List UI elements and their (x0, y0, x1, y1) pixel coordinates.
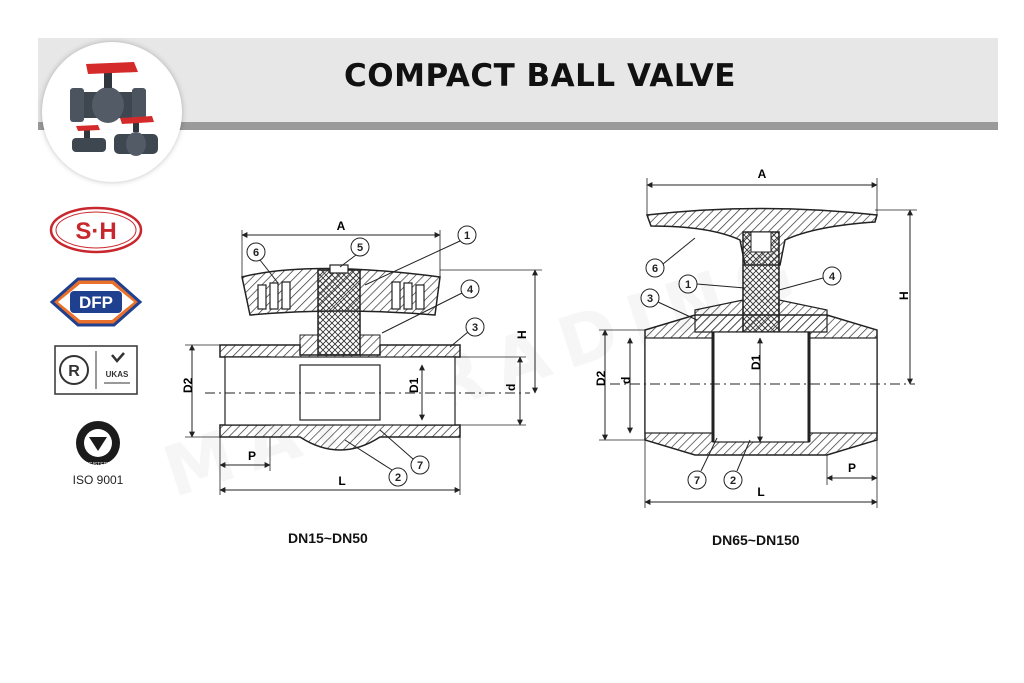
svg-text:P: P (248, 449, 256, 463)
svg-text:d: d (504, 384, 518, 391)
svg-text:7: 7 (417, 460, 423, 472)
svg-text:UKAS: UKAS (106, 370, 129, 379)
sh-logo: S·H (48, 205, 144, 259)
valve-diagram-small: A H D2 D1 d P L 1 5 6 4 3 2 7 (181, 219, 542, 495)
svg-text:4: 4 (467, 284, 474, 296)
product-photo (42, 42, 182, 182)
svg-text:DFP: DFP (79, 293, 113, 312)
svg-text:A: A (337, 219, 346, 233)
svg-text:L: L (338, 474, 345, 488)
page-title: COMPACT BALL VALVE (344, 58, 736, 94)
title-banner-rule (38, 122, 998, 130)
svg-text:5: 5 (357, 242, 363, 254)
caption-large-valve: DN65~DN150 (712, 532, 800, 548)
svg-text:P: P (848, 461, 856, 475)
svg-text:7: 7 (694, 475, 700, 487)
svg-text:D1: D1 (407, 377, 421, 393)
svg-text:S·H: S·H (75, 218, 116, 245)
svg-text:H: H (515, 330, 529, 339)
dfp-logo: DFP (48, 275, 144, 333)
ukas-certification-logo: R UKAS (54, 345, 138, 399)
svg-text:R: R (68, 363, 80, 380)
iso-9001-logo: REGISTERED ISO 9001 (58, 418, 138, 492)
caption-small-valve: DN15~DN50 (288, 530, 368, 546)
svg-text:D1: D1 (749, 354, 763, 370)
svg-text:L: L (757, 485, 764, 499)
svg-text:2: 2 (395, 472, 401, 484)
svg-text:A: A (758, 167, 767, 181)
svg-text:ISO 9001: ISO 9001 (73, 473, 124, 487)
svg-text:D2: D2 (594, 370, 608, 386)
svg-text:2: 2 (730, 475, 736, 487)
svg-text:3: 3 (647, 293, 653, 305)
svg-text:3: 3 (472, 322, 478, 334)
svg-text:6: 6 (253, 247, 259, 259)
svg-text:REGISTERED: REGISTERED (82, 462, 115, 468)
svg-text:1: 1 (685, 279, 691, 291)
title-banner (38, 38, 998, 122)
stem (317, 269, 361, 356)
svg-text:1: 1 (464, 230, 470, 242)
svg-text:D2: D2 (181, 377, 195, 393)
svg-text:H: H (897, 291, 911, 300)
svg-text:6: 6 (652, 263, 658, 275)
valve-diagram-large: A H D2 d D1 P L 6 1 4 3 7 2 (594, 167, 917, 508)
svg-text:d: d (619, 377, 633, 384)
svg-text:4: 4 (829, 271, 836, 283)
